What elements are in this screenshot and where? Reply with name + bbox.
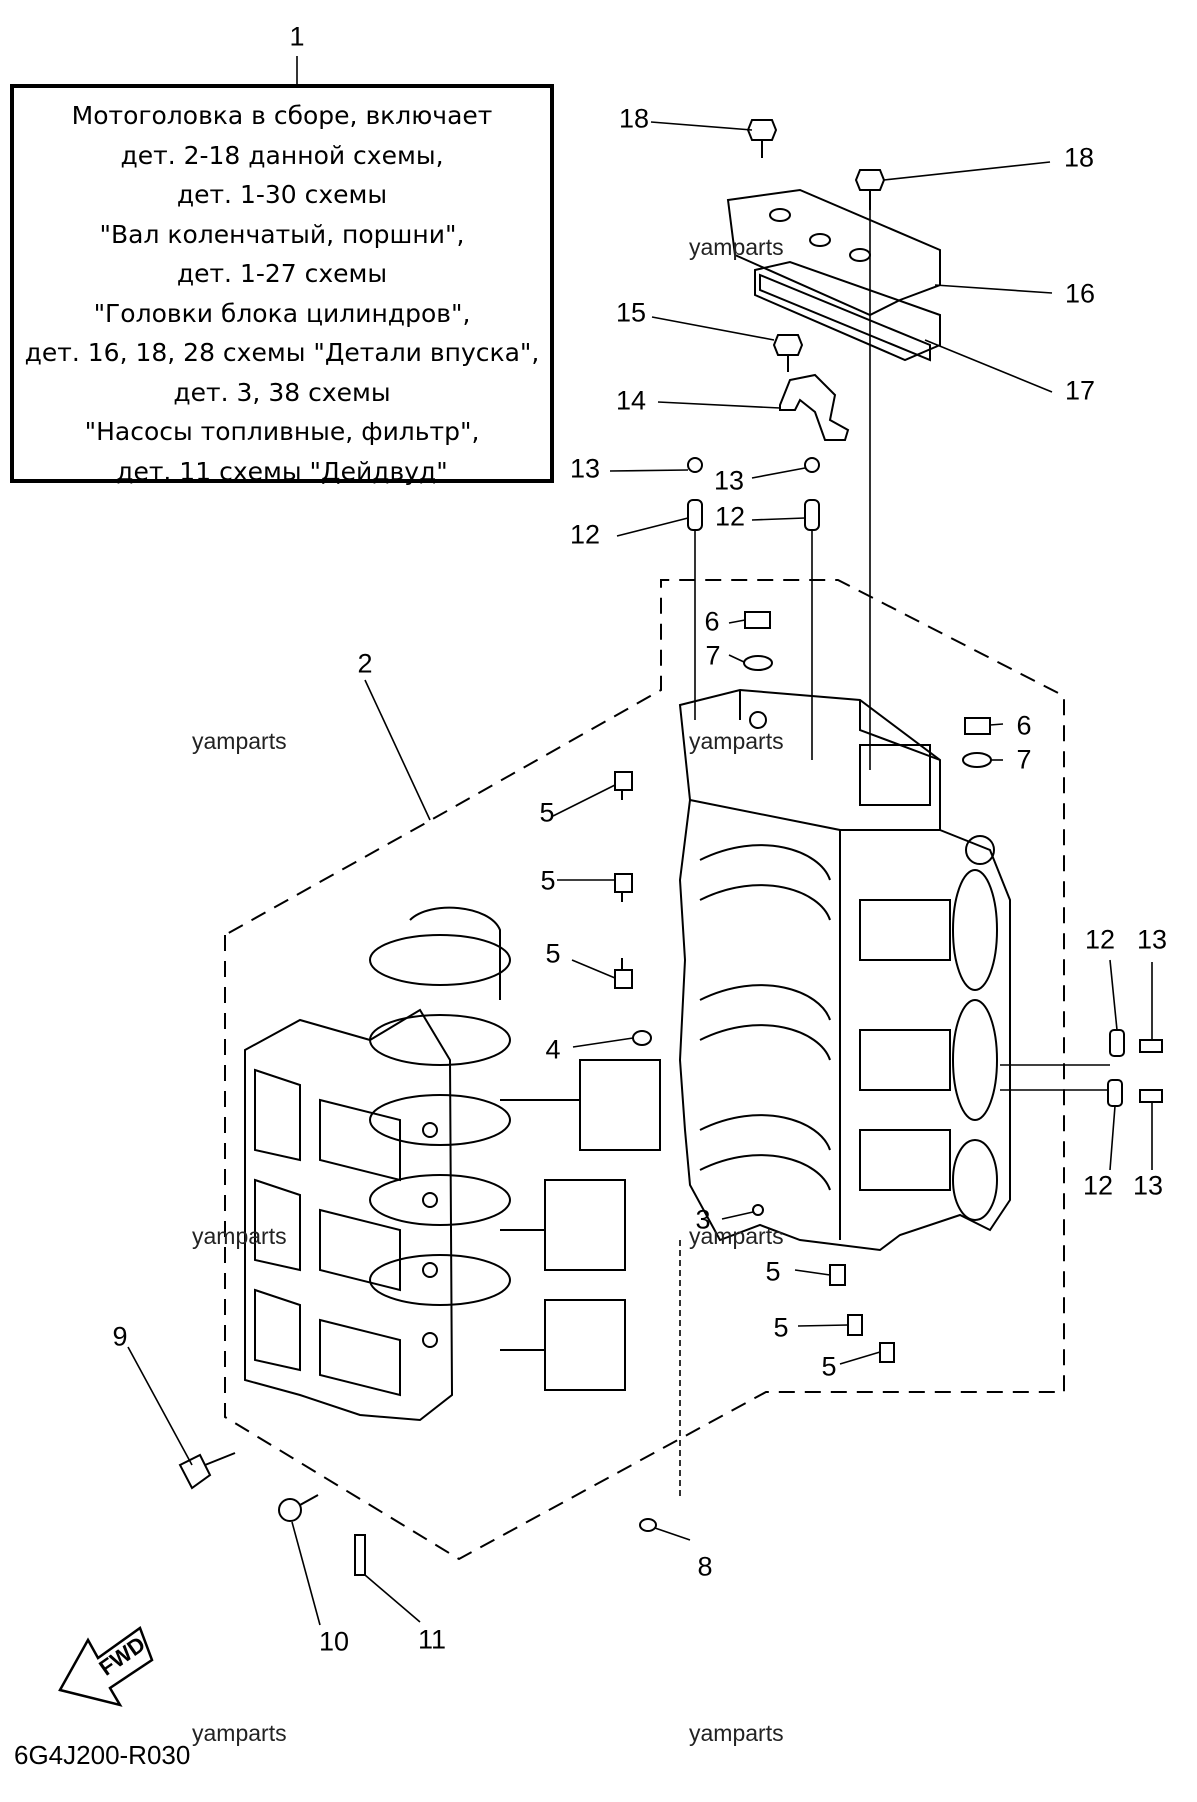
fitting-5 <box>614 873 633 902</box>
watermark: yamparts <box>689 728 784 754</box>
note-line: "Головки блока цилиндров", <box>93 298 471 328</box>
bolt-18-right <box>854 169 886 210</box>
watermark: yamparts <box>192 728 287 754</box>
callout-12: 12 <box>714 501 746 532</box>
pin-3 <box>752 1204 764 1216</box>
note-line: "Вал коленчатый, поршни", <box>99 219 465 249</box>
callout-9: 9 <box>112 1321 128 1352</box>
note-line: Мотоголовка в сборе, включает <box>71 101 493 130</box>
fitting-5 <box>614 958 633 989</box>
cover-gasket <box>754 260 941 362</box>
callout-8: 8 <box>697 1551 713 1582</box>
callout-18: 18 <box>1063 142 1095 173</box>
screw-13 <box>804 457 820 473</box>
crankshaft-pistons <box>369 906 661 1391</box>
bolt-9 <box>178 1452 236 1490</box>
note-line: "Насосы топливные, фильтр", <box>84 417 480 446</box>
fwd-label: FWD <box>94 1631 149 1680</box>
callout-2: 2 <box>357 648 373 679</box>
watermark: yamparts <box>192 1720 287 1746</box>
crankcase <box>244 1008 454 1422</box>
callout-14: 14 <box>615 385 647 416</box>
fitting-5 <box>847 1314 863 1336</box>
callout-15: 15 <box>615 297 647 328</box>
note-line: дет. 1-30 схемы <box>176 180 388 209</box>
callout-16: 16 <box>1064 278 1096 309</box>
callout-7: 7 <box>1016 744 1032 775</box>
note-line: дет. 11 схемы "Дейдвуд" <box>116 456 448 486</box>
callout-11: 11 <box>417 1624 447 1655</box>
callout-17: 17 <box>1064 375 1096 406</box>
note-line: дет. 16, 18, 28 схемы "Детали впуска", <box>24 338 540 367</box>
screw-13 <box>1139 1039 1163 1053</box>
callout-13: 13 <box>569 453 601 484</box>
callout-13: 13 <box>713 465 745 496</box>
assembly-outline-dashed <box>224 579 1065 1561</box>
watermark: yamparts <box>689 234 784 260</box>
assembly-note-box: Мотоголовка в сборе, включает дет. 2-18 … <box>10 84 554 486</box>
plug-6 <box>964 717 991 735</box>
note-line: дет. 2-18 данной схемы, <box>120 140 444 170</box>
callout-1: 1 <box>289 21 305 52</box>
leader-lines <box>127 56 1153 1626</box>
washer-7 <box>743 655 773 671</box>
callout-5: 5 <box>821 1351 837 1382</box>
fitting-5 <box>879 1342 895 1363</box>
screw-13 <box>687 457 703 473</box>
fwd-arrow <box>58 1626 154 1707</box>
note-line: дет. 3, 38 схемы <box>173 377 391 407</box>
callout-18: 18 <box>618 103 650 134</box>
callout-6: 6 <box>704 606 720 637</box>
callout-5: 5 <box>540 865 556 896</box>
callout-13: 13 <box>1132 1170 1164 1201</box>
callout-12: 12 <box>569 519 601 550</box>
callout-4: 4 <box>545 1034 561 1065</box>
callout-12: 12 <box>1082 1170 1114 1201</box>
callout-12: 12 <box>1084 924 1116 955</box>
callout-5: 5 <box>773 1312 789 1343</box>
cylinder-block <box>678 688 1011 1252</box>
callout-5: 5 <box>545 938 561 969</box>
callout-10: 10 <box>318 1626 350 1657</box>
watermark: yamparts <box>689 1223 784 1249</box>
callout-5: 5 <box>539 797 555 828</box>
exhaust-cover <box>726 188 941 362</box>
callout-6: 6 <box>1016 710 1032 741</box>
callout-5: 5 <box>765 1256 781 1287</box>
fitting-5 <box>614 771 633 800</box>
pin-8 <box>639 1518 657 1532</box>
bolt-10 <box>278 1494 319 1522</box>
callout-7: 7 <box>705 640 721 671</box>
diagram-code: 6G4J200-R030 <box>14 1740 191 1770</box>
screw-13 <box>1139 1089 1163 1103</box>
callout-3: 3 <box>695 1204 711 1235</box>
note-line: дет. 1-27 схемы <box>176 259 388 288</box>
watermark: yamparts <box>192 1223 287 1249</box>
fitting-5 <box>829 1264 846 1286</box>
callout-13: 13 <box>1136 924 1168 955</box>
watermark: yamparts <box>689 1720 784 1746</box>
hanger-bracket <box>779 373 850 441</box>
plug-6 <box>744 611 771 629</box>
bolt-15 <box>772 334 804 372</box>
